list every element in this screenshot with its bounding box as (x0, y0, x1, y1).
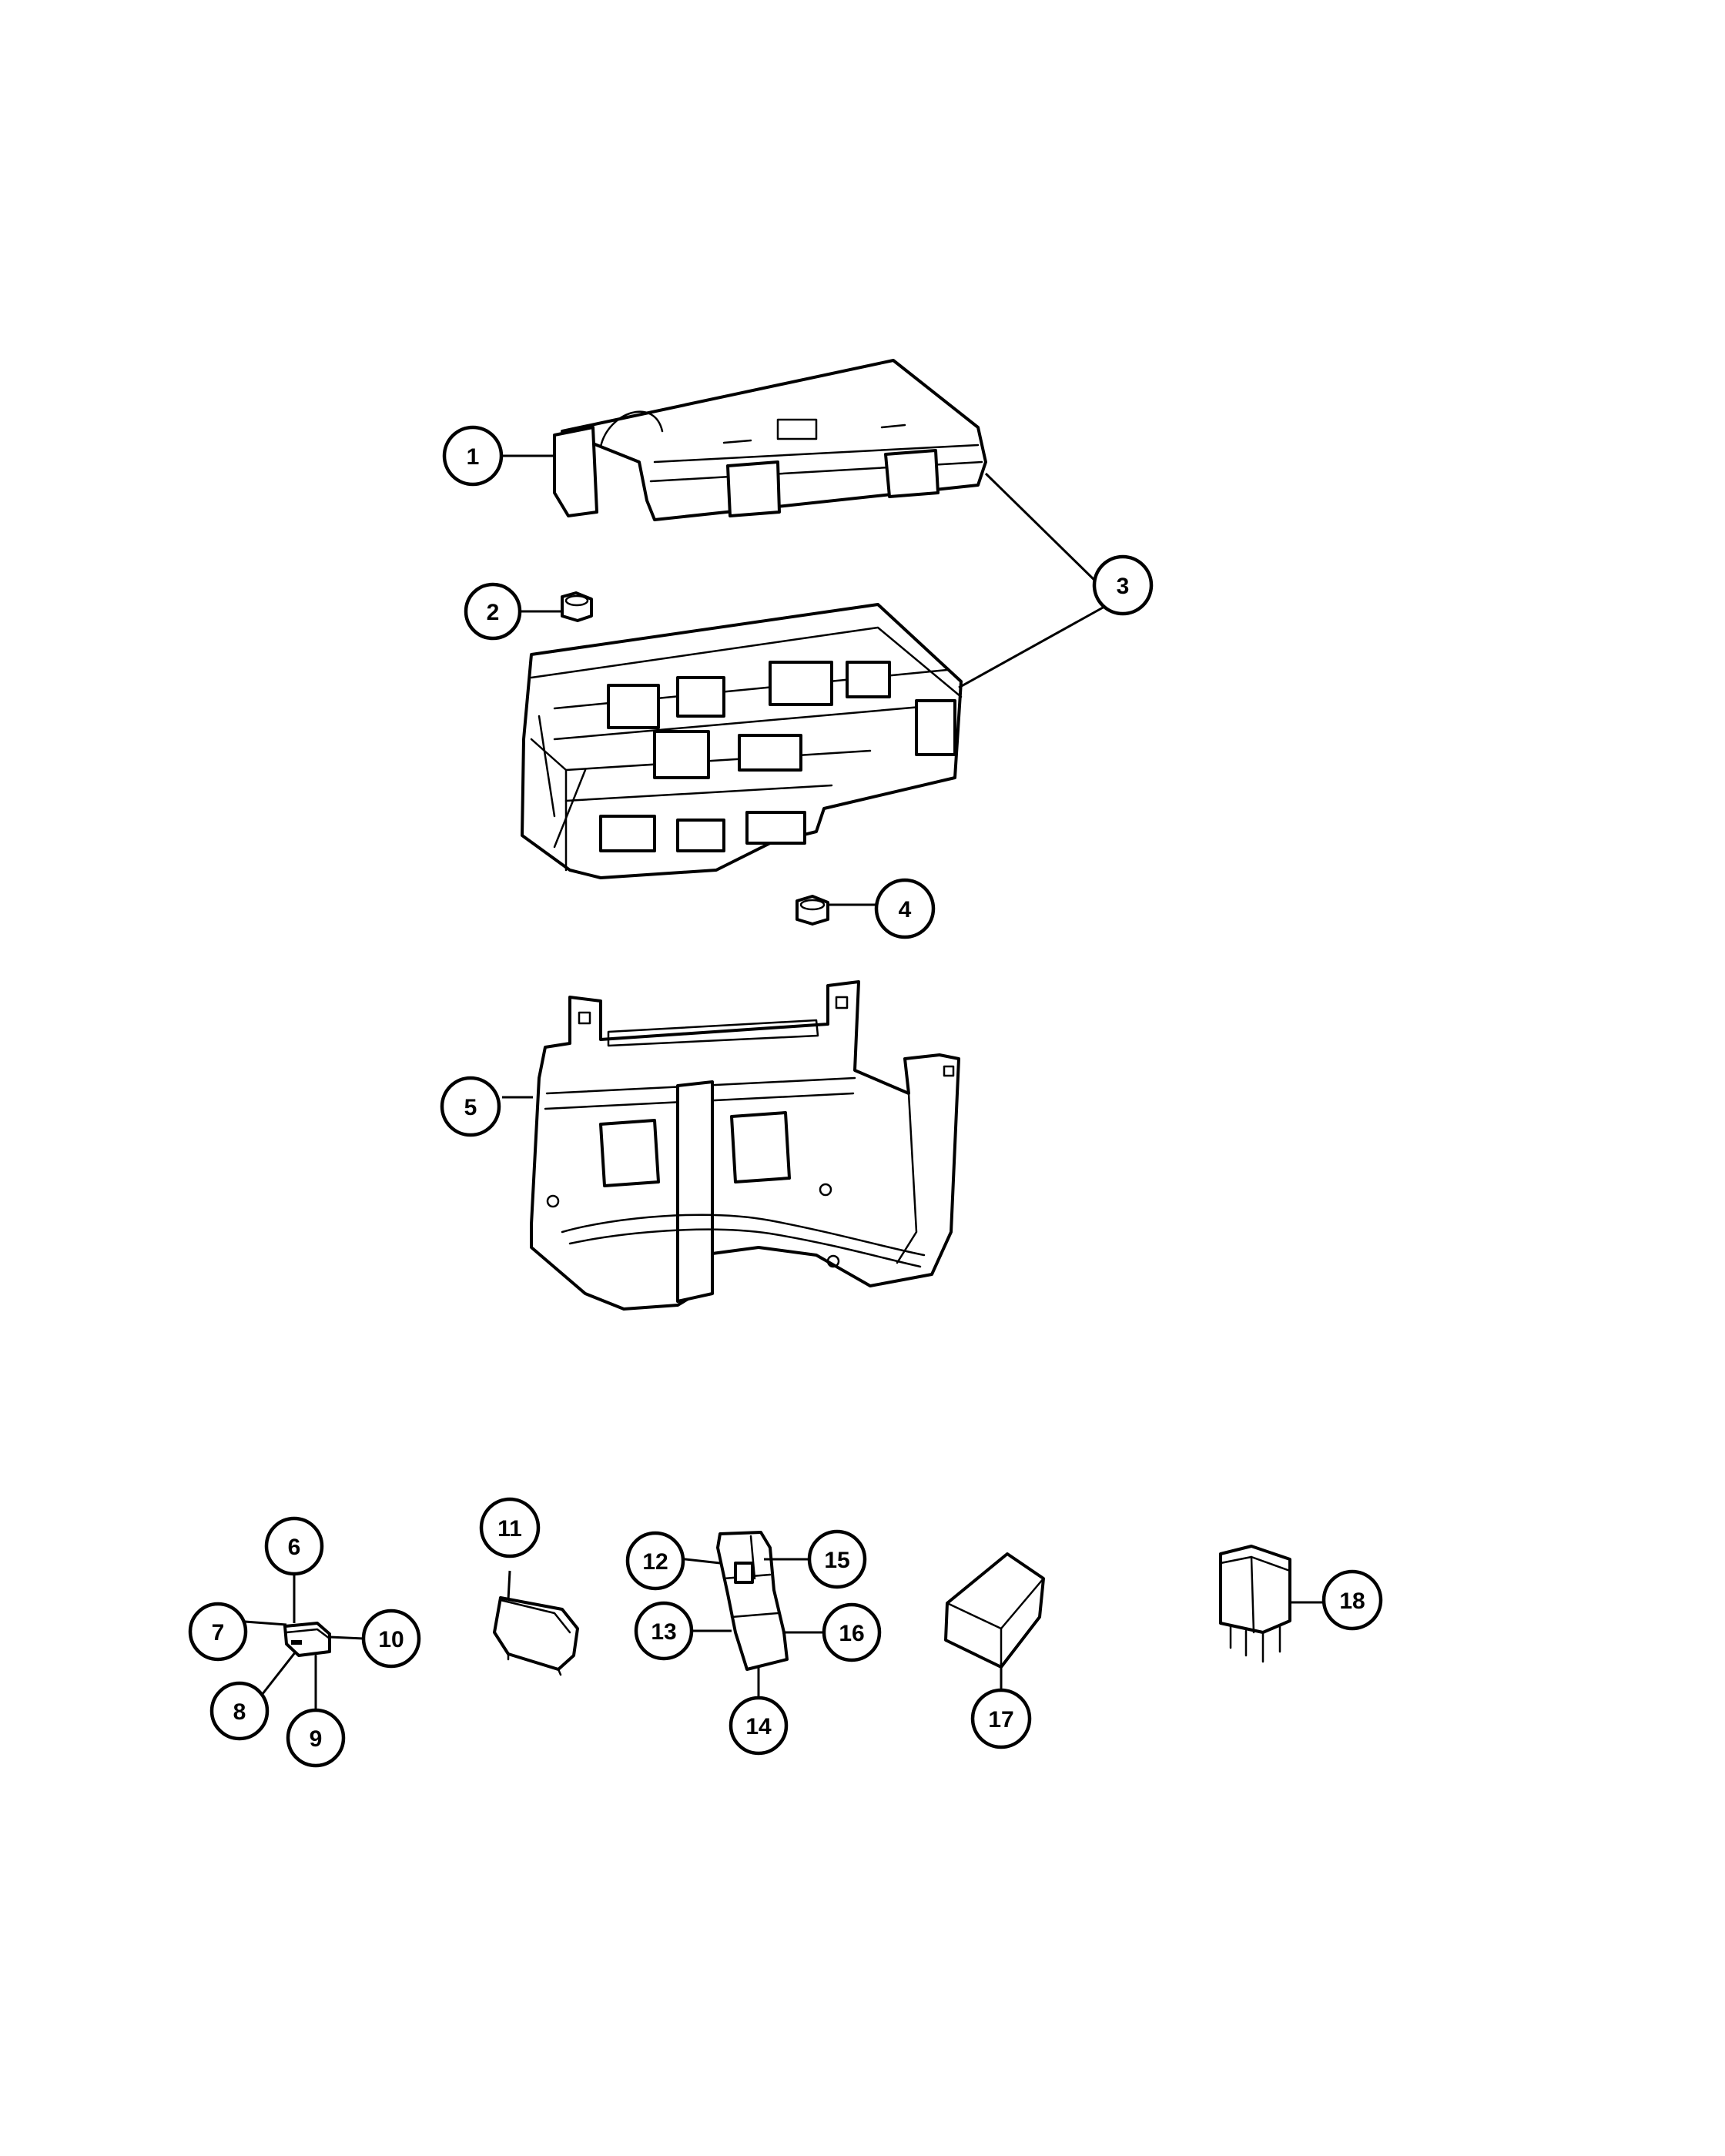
svg-text:14: 14 (745, 1714, 772, 1739)
callout-11: 11 (479, 1497, 541, 1558)
part-relay-large (944, 1552, 1045, 1669)
svg-text:6: 6 (288, 1535, 301, 1560)
svg-text:1: 1 (467, 444, 480, 470)
svg-text:2: 2 (487, 600, 500, 625)
svg-text:5: 5 (464, 1095, 477, 1120)
part-cartridge-fuse (493, 1596, 579, 1676)
callout-12: 12 (625, 1531, 685, 1591)
svg-text:3: 3 (1117, 574, 1130, 599)
svg-text:11: 11 (497, 1516, 522, 1542)
svg-text:13: 13 (651, 1619, 676, 1645)
leader-lines (244, 454, 1324, 1709)
callout-14: 14 (729, 1696, 789, 1756)
part-nut-upper (561, 591, 593, 622)
callout-6: 6 (264, 1516, 324, 1576)
callout-4: 4 (874, 878, 936, 939)
callout-9: 9 (286, 1708, 346, 1768)
part-nut-lower (796, 895, 829, 926)
svg-text:18: 18 (1339, 1589, 1365, 1614)
part-bracket (530, 980, 960, 1311)
callout-16: 16 (822, 1602, 882, 1662)
svg-text:10: 10 (378, 1627, 404, 1652)
svg-text:16: 16 (839, 1621, 864, 1646)
callouts: 1 2 3 4 5 6 7 8 (188, 425, 1383, 1768)
part-relay-micro (1219, 1545, 1291, 1663)
part-cover (553, 359, 987, 521)
svg-text:12: 12 (642, 1549, 668, 1575)
part-mini-fuse (283, 1622, 331, 1672)
callout-1: 1 (442, 425, 504, 487)
callout-5: 5 (440, 1076, 501, 1137)
callout-17: 17 (970, 1688, 1032, 1749)
callout-15: 15 (807, 1529, 867, 1589)
callout-8: 8 (209, 1681, 270, 1741)
svg-text:9: 9 (310, 1726, 323, 1752)
svg-text:17: 17 (988, 1707, 1013, 1732)
callout-3: 3 (1092, 554, 1154, 616)
svg-text:7: 7 (212, 1620, 225, 1645)
svg-text:15: 15 (824, 1548, 849, 1573)
callout-10: 10 (361, 1609, 421, 1669)
part-jcase-fuse (716, 1531, 789, 1671)
callout-13: 13 (634, 1601, 694, 1661)
part-fuse-box (521, 603, 963, 879)
callout-2: 2 (464, 582, 522, 641)
callout-18: 18 (1321, 1569, 1383, 1631)
callout-7: 7 (188, 1602, 248, 1662)
svg-text:4: 4 (899, 897, 912, 922)
svg-text:8: 8 (233, 1699, 246, 1725)
